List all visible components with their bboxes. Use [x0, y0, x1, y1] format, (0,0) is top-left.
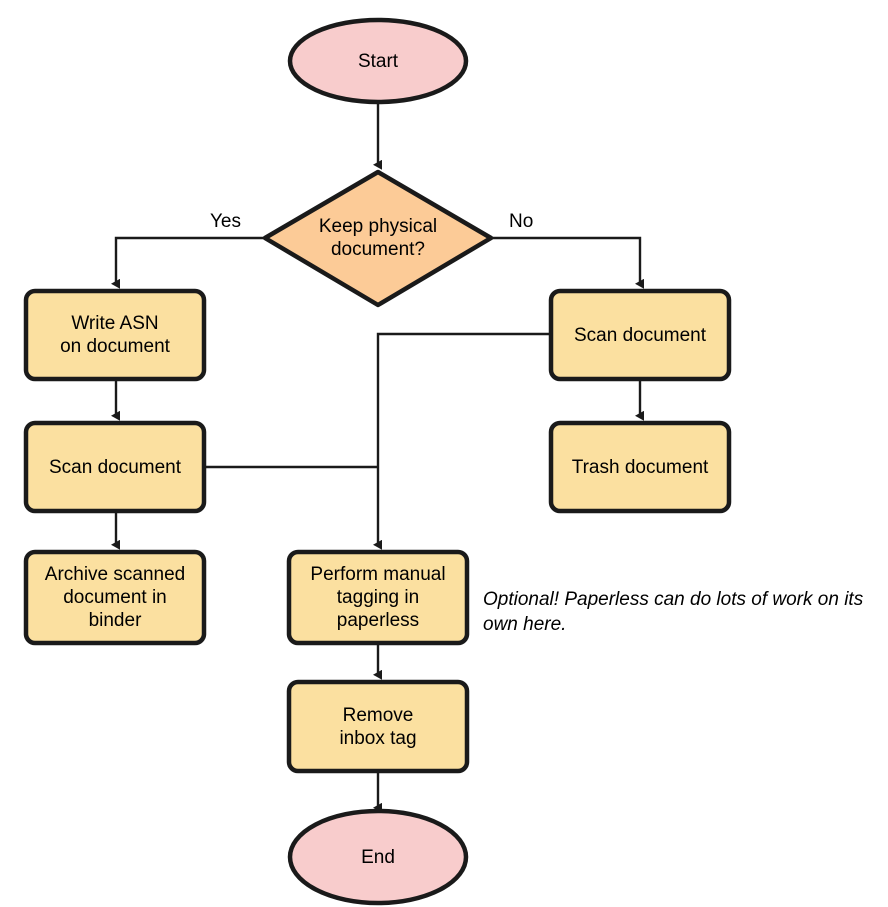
- edge-decision-no-to-scan-right: [491, 236, 644, 289]
- node-decision-keep-physical-document[interactable]: [265, 172, 491, 305]
- edge-scan-right-to-tagging: [373, 332, 551, 550]
- node-shape-remove-tag[interactable]: [286, 679, 470, 774]
- node-shape-decision[interactable]: [262, 169, 494, 308]
- node-shape-tagging[interactable]: [286, 549, 470, 646]
- node-shape-start[interactable]: [287, 17, 469, 105]
- node-shape-trash[interactable]: [548, 420, 732, 514]
- annotation-optional-note: Optional! Paperless can do lots of work …: [483, 589, 864, 635]
- edge-decision-yes-to-write-asn: [111, 236, 265, 289]
- node-shape-scan-left[interactable]: [23, 420, 207, 514]
- node-shape-end[interactable]: [287, 808, 469, 906]
- node-scan-document-right[interactable]: [551, 291, 729, 379]
- node-trash-document[interactable]: [551, 423, 729, 511]
- node-perform-manual-tagging[interactable]: [289, 552, 467, 643]
- node-shape-archive[interactable]: [23, 549, 207, 646]
- node-remove-inbox-tag[interactable]: [289, 682, 467, 771]
- node-start[interactable]: [290, 20, 466, 102]
- node-shape-scan-right[interactable]: [548, 288, 732, 382]
- node-archive-scanned-document[interactable]: [26, 552, 204, 643]
- node-end[interactable]: [290, 811, 466, 903]
- node-write-asn-on-document[interactable]: [26, 291, 204, 379]
- edge-label-yes: Yes: [210, 211, 241, 232]
- edge-label-no: No: [509, 211, 534, 232]
- node-shape-write-asn[interactable]: [23, 288, 207, 382]
- node-scan-document-left[interactable]: [26, 423, 204, 511]
